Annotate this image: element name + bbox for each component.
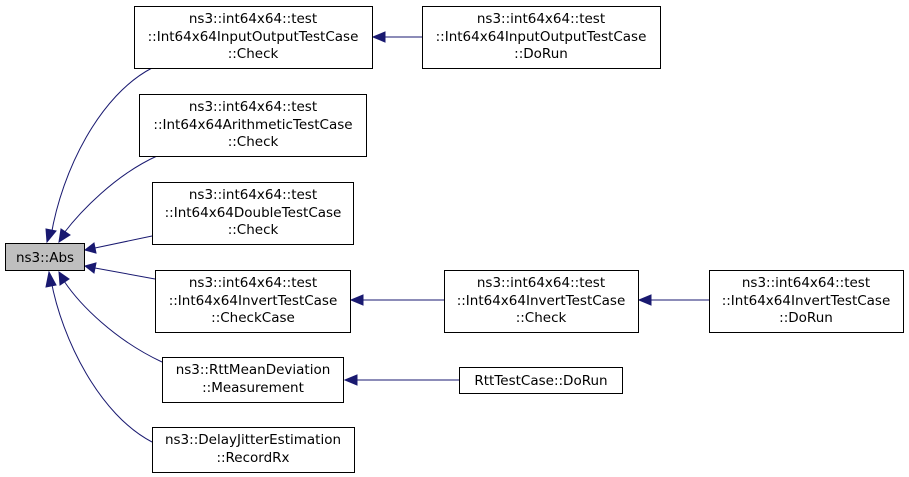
edge-io-dorun-to-io-check [371, 31, 422, 43]
edge-rtt-dorun-to-rtt-measurement [343, 374, 459, 386]
node-io-check-line-3: ::Check [228, 46, 279, 62]
node-rtt-measurement-line-1: ns3::RttMeanDeviation [176, 362, 331, 378]
node-abs-label: ns3::Abs [16, 250, 74, 266]
node-arith-check-line-1: ns3::int64x64::test [189, 99, 317, 115]
node-rtt-measurement-line-2: ::Measurement [202, 380, 304, 396]
edge-delay-recordrx-to-abs [45, 270, 153, 443]
node-invert-dorun[interactable]: ns3::int64x64::test ::Int64x64InvertTest… [709, 270, 904, 333]
node-double-check[interactable]: ns3::int64x64::test ::Int64x64DoubleTest… [152, 182, 354, 245]
edge-invert-checkcase-to-abs [83, 262, 156, 280]
node-io-dorun-line-2: ::Int64x64InputOutputTestCase [436, 29, 647, 45]
node-invert-dorun-line-1: ns3::int64x64::test [742, 275, 870, 291]
node-double-check-line-3: ::Check [228, 222, 279, 238]
node-delay-recordrx-line-2: ::RecordRx [216, 450, 289, 466]
node-io-dorun-line-3: ::DoRun [514, 46, 568, 62]
node-invert-dorun-line-2: ::Int64x64InvertTestCase [722, 293, 891, 309]
node-invert-checkcase-line-2: ::Int64x64InvertTestCase [169, 293, 338, 309]
edge-invert-check-to-invert-checkcase [349, 294, 444, 306]
node-invert-checkcase-line-1: ns3::int64x64::test [189, 275, 317, 291]
node-io-check-line-2: ::Int64x64InputOutputTestCase [148, 29, 359, 45]
edges [45, 31, 709, 443]
node-delay-recordrx-line-1: ns3::DelayJitterEstimation [165, 432, 341, 448]
edge-double-check-to-abs [83, 235, 153, 254]
node-arith-check[interactable]: ns3::int64x64::test ::Int64x64Arithmetic… [139, 94, 367, 157]
node-invert-check-line-3: ::Check [516, 310, 567, 326]
node-invert-check-line-2: ::Int64x64InvertTestCase [457, 293, 626, 309]
node-invert-checkcase[interactable]: ns3::int64x64::test ::Int64x64InvertTest… [155, 270, 351, 333]
node-rtt-dorun[interactable]: RttTestCase::DoRun [459, 367, 623, 394]
node-abs[interactable]: ns3::Abs [5, 243, 85, 271]
node-invert-check[interactable]: ns3::int64x64::test ::Int64x64InvertTest… [444, 270, 639, 333]
node-io-check-line-1: ns3::int64x64::test [189, 11, 317, 27]
node-delay-recordrx[interactable]: ns3::DelayJitterEstimation ::RecordRx [152, 427, 355, 473]
node-rtt-measurement[interactable]: ns3::RttMeanDeviation ::Measurement [162, 357, 344, 403]
node-arith-check-line-2: ::Int64x64ArithmeticTestCase [153, 117, 352, 133]
edge-io-check-to-abs [45, 67, 153, 244]
node-invert-checkcase-line-3: ::CheckCase [211, 310, 295, 326]
edge-rtt-measurement-to-abs [58, 270, 163, 363]
node-rtt-dorun-label: RttTestCase::DoRun [474, 373, 607, 389]
node-io-dorun-line-1: ns3::int64x64::test [477, 11, 605, 27]
edge-invert-dorun-to-invert-check [637, 294, 709, 306]
node-invert-check-line-1: ns3::int64x64::test [477, 275, 605, 291]
node-double-check-line-1: ns3::int64x64::test [189, 187, 317, 203]
node-io-dorun[interactable]: ns3::int64x64::test ::Int64x64InputOutpu… [422, 6, 661, 69]
edge-arith-check-to-abs [58, 155, 158, 244]
node-arith-check-line-3: ::Check [228, 134, 279, 150]
node-invert-dorun-line-3: ::DoRun [779, 310, 833, 326]
nodes: ns3::Abs ns3::int64x64::test ::Int64x64I… [5, 6, 904, 473]
node-double-check-line-2: ::Int64x64DoubleTestCase [165, 205, 342, 221]
node-io-check[interactable]: ns3::int64x64::test ::Int64x64InputOutpu… [134, 6, 373, 69]
